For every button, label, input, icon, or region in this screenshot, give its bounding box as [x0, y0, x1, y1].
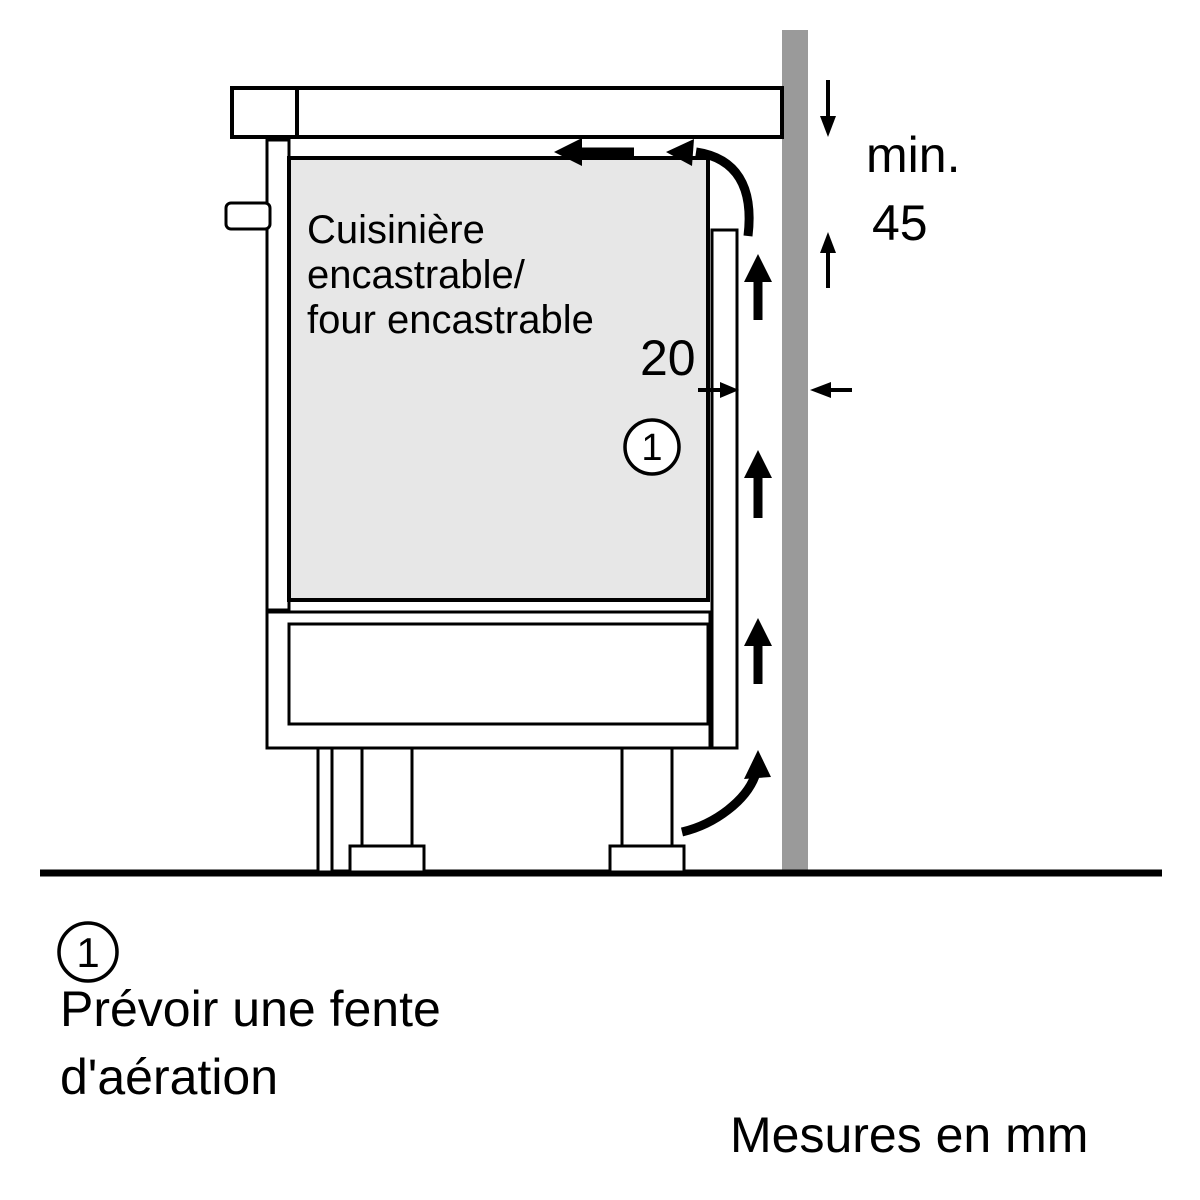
airflow-arrow-curved-bottom-icon — [680, 750, 771, 837]
callout-1-circle — [623, 418, 681, 476]
plinth-strip — [316, 746, 334, 874]
airflow-arrow-up-3-icon — [744, 618, 772, 684]
units-note: Mesures en mm — [730, 1107, 1088, 1163]
worktop — [295, 86, 784, 139]
legend-1-circle — [57, 921, 119, 983]
airflow-arrow-curved-top-icon — [666, 139, 754, 237]
cabinet-back-panel — [710, 228, 739, 750]
leg-right-foot — [608, 844, 686, 874]
dim-20-arrow-left-icon — [810, 382, 852, 398]
oven-label-line3: four encastrable — [307, 298, 594, 342]
leg-left — [360, 746, 414, 848]
callout-1-number: 1 — [641, 427, 662, 469]
leg-right — [620, 746, 674, 848]
dim-min45-arrow-up-icon — [820, 232, 836, 288]
dim-min-label: min. — [866, 127, 960, 183]
oven-handle-icon — [224, 201, 272, 231]
wall — [782, 30, 808, 873]
leg-left-foot — [348, 844, 426, 874]
oven-label-line2: encastrable/ — [307, 253, 526, 297]
dim-20-arrow-right-icon — [698, 382, 739, 398]
drawer — [287, 622, 710, 726]
worktop-front-edge — [230, 86, 299, 139]
dim-min45-arrow-down-icon — [820, 80, 836, 137]
dim-gap-value: 20 — [640, 330, 696, 386]
airflow-arrow-up-1-icon — [744, 254, 772, 320]
legend-1-number: 1 — [76, 929, 99, 976]
legend-text-line1: Prévoir une fente — [60, 981, 441, 1037]
oven-label-line1: Cuisinière — [307, 208, 485, 252]
airflow-arrow-up-2-icon — [744, 450, 772, 518]
oven-body — [287, 156, 710, 602]
legend-text-line2: d'aération — [60, 1049, 278, 1105]
dim-min-value: 45 — [872, 195, 928, 251]
airflow-arrow-left-icon — [554, 138, 634, 166]
